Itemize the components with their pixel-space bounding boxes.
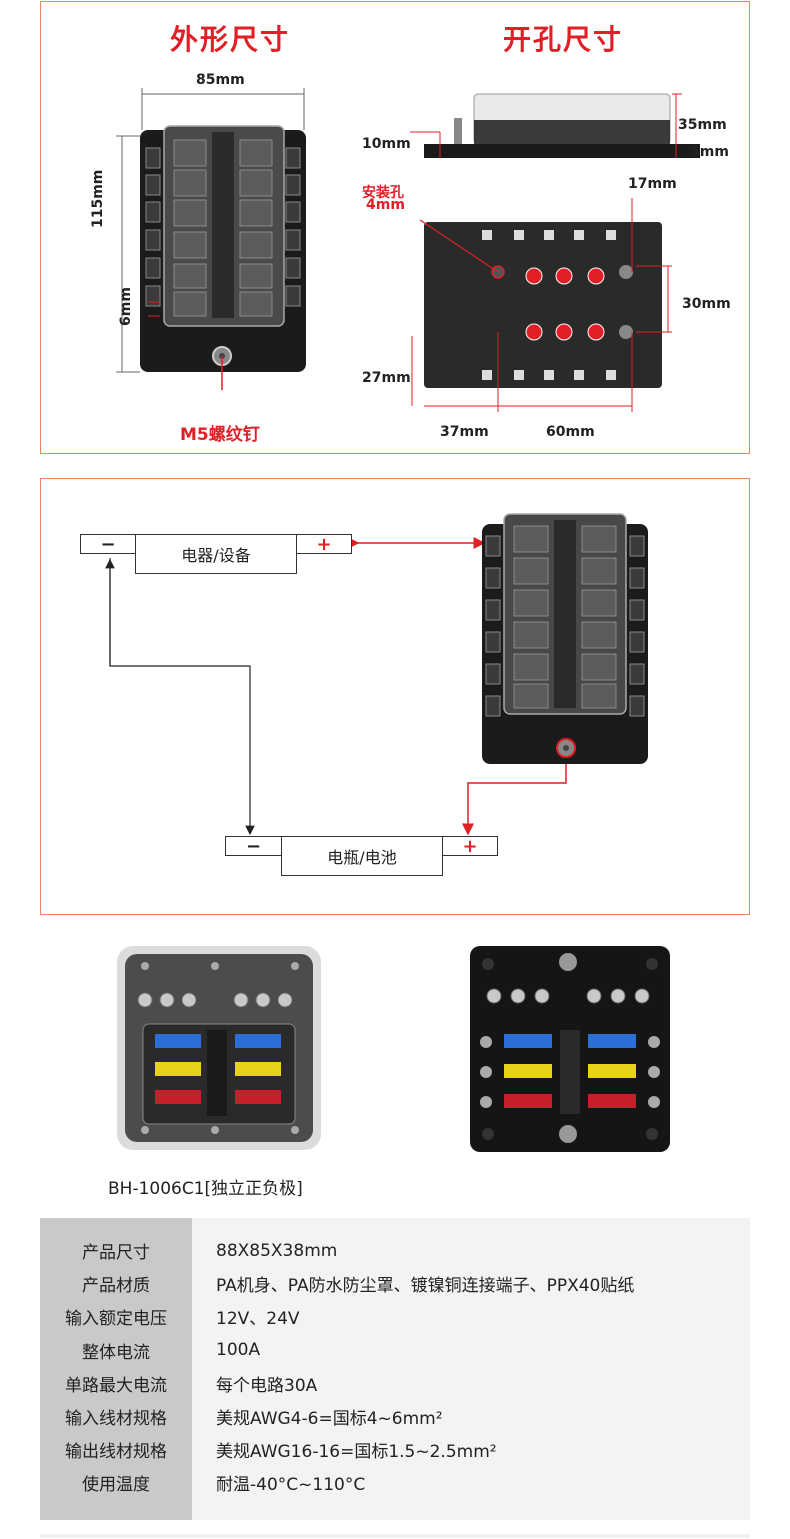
sixty-mm-label: 60mm bbox=[546, 424, 595, 440]
spec-table: 产品尺寸 88X85X38mm 产品材质 PA机身、PA防水防尘罩、镀镍铜连接端子、P… bbox=[40, 1218, 750, 1520]
battery-minus-terminal: − bbox=[225, 835, 282, 857]
spec-key-column bbox=[40, 1218, 192, 1520]
device-plus-sign: + bbox=[316, 533, 332, 555]
spec-key: 整体电流 bbox=[82, 1342, 150, 1363]
wiring-fuse-box-drawing bbox=[482, 513, 648, 764]
mount-hole-label: 安装孔 bbox=[362, 185, 404, 201]
cutout-view-drawing bbox=[411, 198, 672, 412]
spec-row: 产品尺寸 88X85X38mm bbox=[40, 1234, 750, 1267]
side-profile-drawing bbox=[410, 93, 700, 158]
spec-value: 88X85X38mm bbox=[216, 1240, 338, 1261]
seventeen-mm-label: 17mm bbox=[628, 176, 677, 192]
spec-value: 美规AWG4-6=国标4~6mm² bbox=[216, 1409, 443, 1429]
product-open-photo bbox=[470, 946, 670, 1152]
spec-row: 产品材质 PA机身、PA防水防尘罩、镀镍铜连接端子、PPX40贴纸 bbox=[40, 1267, 750, 1300]
spec-value: 耐温-40°C~110°C bbox=[216, 1475, 366, 1496]
device-minus-sign: − bbox=[100, 533, 116, 555]
mount-hole-size-label: 4mm bbox=[366, 197, 405, 213]
spec-row: 输出线材规格 美规AWG16-16=国标1.5~2.5mm² bbox=[40, 1433, 750, 1466]
spec-row: 单路最大电流 每个电路30A bbox=[40, 1367, 750, 1400]
spec-key: 输入额定电压 bbox=[65, 1309, 167, 1330]
front-view-fuse-box-drawing bbox=[116, 88, 306, 390]
device-box: 电器/设备 bbox=[135, 534, 297, 574]
spec-row: 输入额定电压 12V、24V bbox=[40, 1300, 750, 1333]
thirty-mm-label: 30mm bbox=[682, 296, 731, 312]
device-label: 电器/设备 bbox=[181, 546, 251, 565]
spec-value: PA机身、PA防水防尘罩、镀镍铜连接端子、PPX40贴纸 bbox=[216, 1276, 635, 1297]
battery-box: 电瓶/电池 bbox=[281, 836, 443, 876]
spec-key: 输出线材规格 bbox=[65, 1442, 167, 1463]
outline-dimension-title: 外形尺寸 bbox=[170, 23, 291, 56]
spec-key: 产品材质 bbox=[82, 1276, 150, 1297]
twentyseven-mm-label: 27mm bbox=[362, 370, 411, 386]
m5-screw-label: M5螺纹钉 bbox=[180, 425, 260, 445]
five-mm-label: 5mm bbox=[690, 144, 729, 160]
device-plus-terminal: + bbox=[296, 533, 352, 555]
spec-key: 产品尺寸 bbox=[82, 1243, 150, 1263]
spec-value: 每个电路30A bbox=[216, 1375, 318, 1396]
spec-key: 单路最大电流 bbox=[65, 1375, 167, 1396]
spec-row: 使用温度 耐温-40°C~110°C bbox=[40, 1466, 750, 1499]
bottom-divider bbox=[40, 1534, 750, 1538]
spec-value: 美规AWG16-16=国标1.5~2.5mm² bbox=[216, 1442, 497, 1463]
wiring-arrows bbox=[105, 537, 567, 836]
cutout-dimension-title: 开孔尺寸 bbox=[503, 23, 624, 56]
battery-plus-sign: + bbox=[462, 835, 478, 857]
thirtyseven-mm-label: 37mm bbox=[440, 424, 489, 440]
spec-row: 输入线材规格 美规AWG4-6=国标4~6mm² bbox=[40, 1400, 750, 1433]
six-mm-label: 6mm bbox=[118, 287, 134, 326]
product-with-cover-photo bbox=[117, 946, 321, 1150]
ten-mm-label: 10mm bbox=[362, 136, 411, 152]
height-115mm-label: 115mm bbox=[90, 169, 106, 228]
spec-key: 使用温度 bbox=[82, 1475, 150, 1496]
width-85mm-label: 85mm bbox=[196, 72, 245, 88]
battery-minus-sign: − bbox=[245, 835, 262, 857]
battery-plus-terminal: + bbox=[442, 835, 498, 857]
spec-value: 100A bbox=[216, 1340, 261, 1361]
spec-value: 12V、24V bbox=[216, 1309, 300, 1330]
battery-label: 电瓶/电池 bbox=[327, 848, 397, 867]
spec-row: 整体电流 100A bbox=[40, 1334, 750, 1367]
thirtyfive-mm-label: 35mm bbox=[678, 117, 727, 133]
product-model-caption: BH-1006C1[独立正负极] bbox=[108, 1179, 303, 1199]
device-minus-terminal: − bbox=[80, 533, 136, 555]
spec-key: 输入线材规格 bbox=[65, 1409, 167, 1429]
